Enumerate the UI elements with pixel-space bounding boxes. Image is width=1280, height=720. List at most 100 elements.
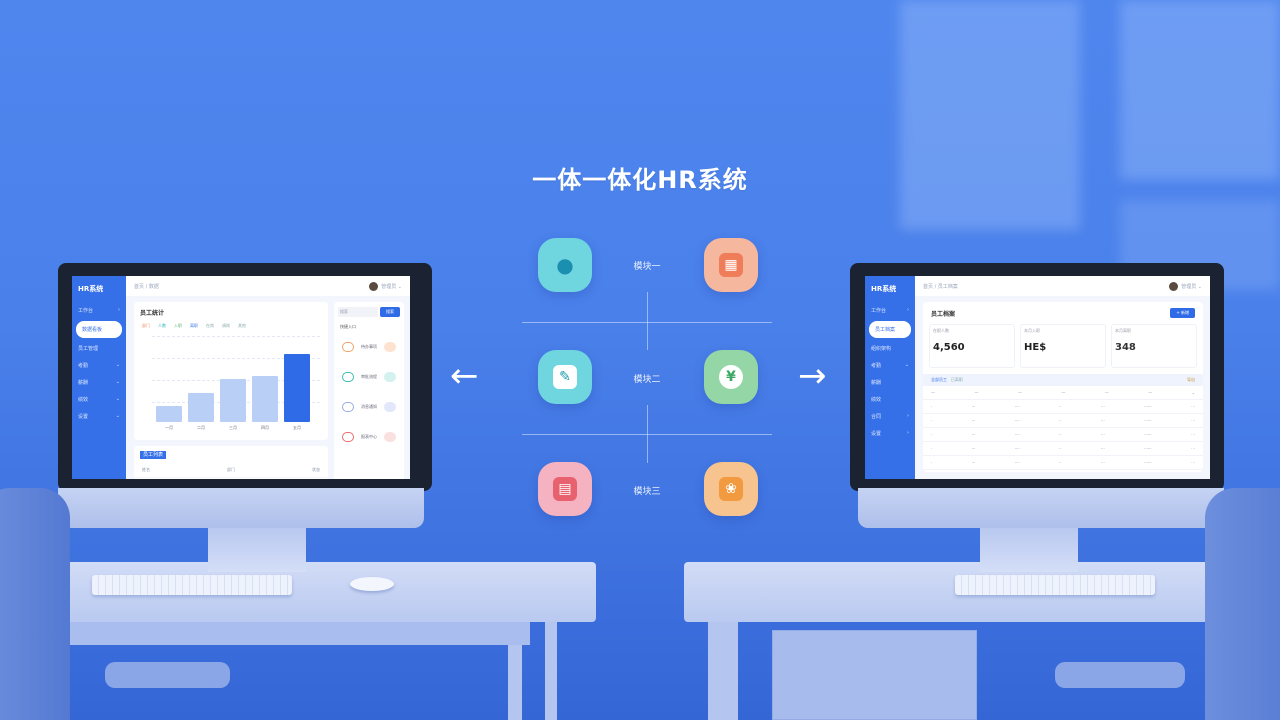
window-light-1 [900, 0, 1080, 230]
right-sidebar: HR系统 工作台› 员工档案 组织架构 考勤⌄ 薪酬 绩效 合同› 设置› [865, 276, 915, 479]
table-row[interactable]: ···················⋯ [923, 414, 1203, 428]
stat-card: 在职人数 4,560 [929, 324, 1015, 368]
divider-v1 [647, 292, 648, 350]
prev-arrow-button[interactable]: ← [450, 356, 479, 396]
module-contracts-button[interactable]: ▤ [538, 462, 592, 516]
export-button[interactable]: 导出 [1187, 377, 1195, 382]
right-chair-arm [1055, 662, 1185, 688]
left-nav-item[interactable]: 薪酬⌄ [78, 379, 120, 386]
avatar [369, 281, 379, 291]
left-keyboard [92, 575, 292, 595]
left-topbar: 首页 / 数据 管理员 ⌄ [126, 276, 410, 296]
right-monitor-chin [858, 488, 1224, 528]
page-title: 员工档案 [931, 310, 956, 318]
right-cabinet [772, 630, 977, 720]
right-nav-item[interactable]: 薪酬 [871, 380, 882, 386]
quick-item[interactable]: 消息通知 [334, 392, 404, 422]
right-nav-item[interactable]: 设置› [871, 430, 909, 437]
right-monitor-stand [980, 528, 1078, 572]
search-input[interactable]: 搜索 [338, 307, 378, 317]
left-screen: HR系统 工作台› 数据看板 员工管理 考勤⌄ 薪酬⌄ 绩效⌄ 设置⌄ 首页 /… [72, 276, 410, 479]
left-monitor-chin [58, 488, 424, 528]
avatar [1169, 281, 1179, 291]
table-row[interactable]: ···················⋯ [923, 456, 1203, 470]
list-tag: 员工列表 [140, 451, 167, 459]
left-nav-item[interactable]: 员工管理 [78, 346, 99, 352]
left-nav-item[interactable]: 绩效⌄ [78, 396, 120, 403]
pen-sign-icon: ✎ [553, 365, 577, 389]
left-sidebar: HR系统 工作台› 数据看板 员工管理 考勤⌄ 薪酬⌄ 绩效⌄ 设置⌄ [72, 276, 126, 479]
module-approval-button[interactable]: ✎ [538, 350, 592, 404]
chart-bar [156, 406, 182, 422]
employee-table: ——————⌄ ···················⋯ ···········… [923, 386, 1203, 470]
tab-all[interactable]: 全部员工 [931, 377, 947, 382]
right-nav-item[interactable]: 工作台› [871, 307, 909, 314]
left-breadcrumb: 首页 / 数据 [134, 283, 159, 290]
stat-card: 本月离职 348 [1111, 324, 1197, 368]
table-row[interactable]: ···················⋯ [923, 442, 1203, 456]
right-logo: HR系统 [871, 285, 897, 293]
left-monitor-stand [208, 528, 306, 572]
table-row[interactable]: ···················⋯ [923, 400, 1203, 414]
document-icon: ▤ [553, 477, 577, 501]
grid-document-icon: ▦ [719, 253, 743, 277]
right-screen: HR系统 工作台› 员工档案 组织架构 考勤⌄ 薪酬 绩效 合同› 设置› 首页… [865, 276, 1210, 479]
module-label-2: 模块二 [633, 375, 661, 385]
chart-title: 员工统计 [140, 310, 165, 317]
chart-bar-highlight [284, 354, 310, 422]
headline: 一体一体化HR系统 [532, 166, 748, 194]
right-topbar: 首页 / 员工档案 管理员 ⌄ [915, 276, 1210, 296]
right-desk-leg [708, 620, 738, 720]
right-main-card: 员工档案 + 新增 在职人数 4,560 本月入职 HE$ 本月离职 348 全… [923, 302, 1203, 472]
left-chair-arm [105, 662, 230, 688]
left-nav-item-active[interactable]: 数据看板 [76, 321, 122, 338]
add-button[interactable]: + 新增 [1170, 308, 1195, 318]
right-user-menu[interactable]: 管理员 ⌄ [1169, 281, 1202, 291]
left-mouse [350, 577, 394, 591]
chart-legend: 部门人数入职离职在岗调岗其他 [142, 323, 246, 328]
divider-v2 [647, 405, 648, 463]
right-nav-item[interactable]: 合同› [871, 413, 909, 420]
left-nav-item[interactable]: 设置⌄ [78, 413, 120, 420]
module-training-button[interactable]: ❀ [704, 462, 758, 516]
next-arrow-button[interactable]: → [798, 356, 827, 396]
left-desk-leg [508, 620, 522, 720]
left-user-menu[interactable]: 管理员 ⌄ [369, 281, 402, 291]
chart-bar [220, 379, 246, 422]
left-nav-item[interactable]: 工作台› [78, 307, 120, 314]
money-icon: ¥ [719, 365, 743, 389]
left-side-panel: 搜索 搜索 快捷入口 待办事项 审批流程 消息通知 报表中心 [334, 302, 404, 479]
module-employee-button[interactable]: ● [538, 238, 592, 292]
chart-bar [188, 393, 214, 422]
right-keyboard [955, 575, 1155, 595]
search-button[interactable]: 搜索 [380, 307, 400, 317]
window-light-2 [1120, 0, 1280, 180]
quick-item[interactable]: 报表中心 [334, 422, 404, 452]
left-chart-card: 员工统计 部门人数入职离职在岗调岗其他 一月 二月 三月 四月 五月 [134, 302, 328, 440]
left-desk-leg-2 [545, 620, 557, 720]
growth-icon: ❀ [719, 477, 743, 501]
module-label-1: 模块一 [633, 262, 661, 272]
quick-item[interactable]: 审批流程 [334, 362, 404, 392]
module-salary-button[interactable]: ¥ [704, 350, 758, 404]
right-breadcrumb: 首页 / 员工档案 [923, 283, 958, 290]
right-chair [1205, 488, 1280, 720]
right-nav-item-active[interactable]: 员工档案 [869, 321, 911, 338]
left-list-card: 员工列表 姓名部门状态 [134, 446, 328, 479]
table-header: ——————⌄ [923, 386, 1203, 400]
left-desk-apron [70, 620, 530, 645]
left-chair [0, 488, 70, 720]
quick-item[interactable]: 待办事项 [334, 332, 404, 362]
module-records-button[interactable]: ▦ [704, 238, 758, 292]
left-nav-item[interactable]: 考勤⌄ [78, 362, 120, 369]
right-nav-item[interactable]: 考勤⌄ [871, 362, 909, 369]
left-logo: HR系统 [78, 285, 104, 293]
right-nav-item[interactable]: 绩效 [871, 397, 882, 403]
stat-card: 本月入职 HE$ [1020, 324, 1106, 368]
table-row[interactable]: ···················⋯ [923, 428, 1203, 442]
chart-bar [252, 376, 278, 422]
right-nav-item[interactable]: 组织架构 [871, 346, 892, 352]
person-icon: ● [556, 253, 574, 277]
tab-left[interactable]: 已离职 [950, 377, 963, 382]
module-label-3: 模块三 [633, 487, 661, 497]
